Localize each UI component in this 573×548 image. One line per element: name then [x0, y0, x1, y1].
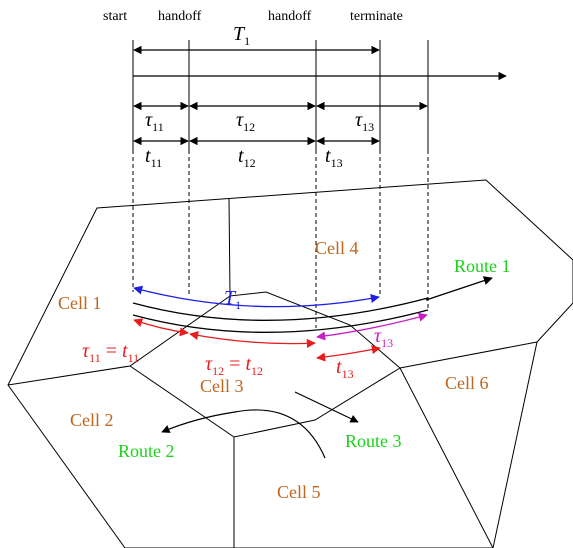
tau13-arc-label: τ13: [374, 325, 393, 350]
cell-6-label: Cell 6: [445, 373, 489, 393]
T1-label: T1: [233, 23, 250, 48]
route-1-label: Route 1: [454, 256, 511, 276]
tau13-label: τ13: [355, 109, 374, 134]
eq11-label: τ11 = t11: [82, 340, 139, 365]
terminate-label: terminate: [350, 9, 403, 24]
handoff-label-2: handoff: [268, 9, 312, 24]
annotation-labels: T1 τ11 = t11 τ12 = t12 τ13 t13: [82, 287, 393, 381]
boundary-cell2-cell3: [129, 365, 401, 438]
route-3-arrow: [294, 391, 359, 423]
boundary-cell6-cell5: [399, 367, 494, 548]
cell-2-label: Cell 2: [70, 410, 114, 430]
t11-label: t11: [145, 145, 162, 170]
annotation-arrows: [133, 285, 428, 362]
t13-arc-label: t13: [336, 356, 354, 381]
header-labels: start handoff handoff terminate: [103, 9, 403, 24]
tau11-arc-arrow: [133, 318, 189, 337]
tau11-label: τ11: [145, 109, 164, 134]
route-2-arrow: [161, 409, 326, 459]
other-routes: [161, 391, 359, 459]
eq12-label: τ12 = t12: [205, 353, 263, 378]
cell-5-label: Cell 5: [277, 482, 321, 502]
t12-label: t12: [238, 145, 256, 170]
T1-arc-arrow: [133, 285, 380, 308]
timeline-projections: [132, 150, 429, 328]
cell-1-label: Cell 1: [58, 293, 102, 313]
route-1-track-upper: [132, 297, 429, 321]
timeline-markers: [132, 40, 429, 150]
tau12-arc-arrow: [189, 331, 316, 348]
route-3-label: Route 3: [345, 431, 402, 451]
cell-3-label: Cell 3: [200, 376, 244, 396]
t13-arc-arrow: [316, 345, 381, 362]
t13-label: t13: [325, 145, 343, 170]
cell-labels: Cell 1 Cell 2 Cell 3 Cell 4 Cell 5 Cell …: [58, 238, 489, 502]
route-2-label: Route 2: [118, 441, 175, 461]
route-labels: Route 1 Route 2 Route 3: [118, 256, 511, 461]
tau13-arc-arrow: [316, 312, 428, 341]
boundary-cell4-cell6: [399, 341, 538, 369]
timeline-labels: T1 τ11 τ12 τ13 t11 t12 t13: [145, 23, 374, 170]
route-1-arrow: [425, 276, 493, 301]
tau12-label: τ12: [236, 109, 255, 134]
start-label: start: [103, 9, 127, 24]
timeline-arrows: [133, 45, 507, 146]
handoff-label-1: handoff: [158, 9, 202, 24]
T1-arc-label: T1: [224, 287, 241, 312]
cell-4-label: Cell 4: [315, 238, 359, 258]
